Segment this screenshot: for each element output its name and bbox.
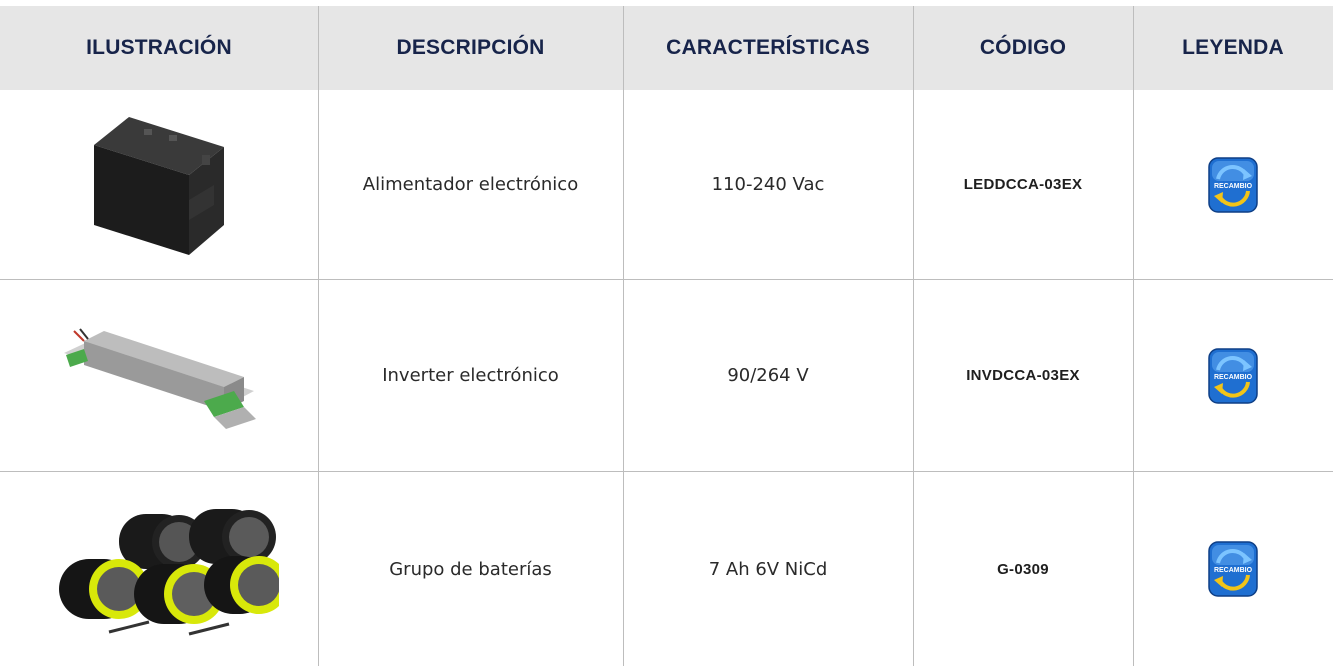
header-description: DESCRIPCIÓN [396,36,545,59]
table-header: ILUSTRACIÓN DESCRIPCIÓN CARACTERÍSTICAS … [0,6,1333,90]
illustration-cell [0,280,318,471]
description-cell: Inverter electrónico [382,365,559,386]
description-cell: Grupo de baterías [389,558,552,580]
illustration-cell [0,90,318,279]
legend-cell: RECAMBIO [1133,280,1333,471]
code-cell: INVDCCA-03EX [966,367,1080,384]
battery-pack-icon [59,509,279,636]
code-cell: LEDDCCA-03EX [963,176,1083,193]
characteristics-cell: 7 Ah 6V NiCd [708,558,828,580]
header-legend: LEYENDA [1182,36,1284,59]
badge-label: RECAMBIO [1214,567,1253,574]
recambio-badge-icon: RECAMBIO [1208,541,1258,597]
characteristics-cell: 90/264 V [727,365,809,386]
badge-label: RECAMBIO [1214,374,1253,381]
recambio-badge-icon: RECAMBIO [1208,347,1258,404]
inverter-icon [64,327,256,429]
legend-cell: RECAMBIO [1133,472,1333,666]
column-divider [623,6,624,666]
badge-label: RECAMBIO [1214,183,1253,190]
header-illustration: ILUSTRACIÓN [86,36,232,59]
power-supply-icon [94,116,224,255]
recambio-badge-icon: RECAMBIO [1208,156,1258,213]
header-characteristics: CARACTERÍSTICAS [666,36,870,59]
row-divider [0,471,1333,472]
column-divider [913,6,914,666]
description-cell: Alimentador electrónico [362,174,579,195]
legend-cell: RECAMBIO [1133,90,1333,279]
column-divider [318,6,319,666]
characteristics-cell: 110-240 Vac [711,174,825,195]
column-divider [1133,6,1134,666]
code-cell: G-0309 [997,560,1049,578]
row-divider [0,279,1333,280]
illustration-cell [0,472,318,666]
header-code: CÓDIGO [979,36,1067,59]
